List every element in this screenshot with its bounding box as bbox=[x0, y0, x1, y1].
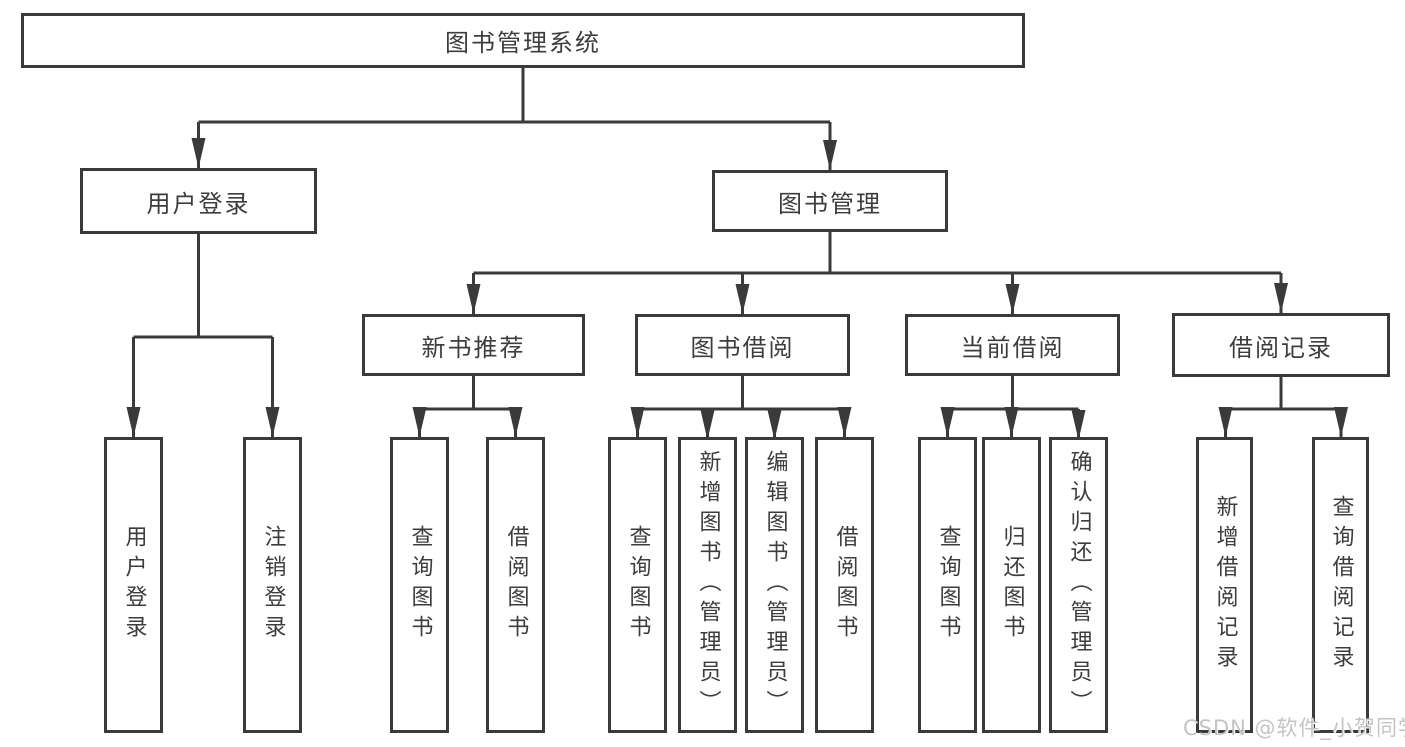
connector-root-trunk bbox=[198, 68, 830, 124]
node-current-borrowing-label: 当前借阅 bbox=[960, 333, 1065, 362]
leaf-add-books-admin-label: 新增图书（管理员） bbox=[695, 450, 721, 720]
leaf-confirm-return-admin: 确认归还（管理员） bbox=[1049, 437, 1108, 733]
connector-book-borrow-trunk bbox=[637, 376, 845, 411]
node-library-system-label: 图书管理系统 bbox=[445, 29, 601, 57]
leaf-user-login-label: 用户登录 bbox=[121, 525, 147, 645]
leaf-logout: 注销登录 bbox=[243, 437, 302, 733]
node-book-borrowing: 图书借阅 bbox=[635, 314, 850, 376]
leaf-borrow-books-recommend: 借阅图书 bbox=[486, 437, 545, 733]
leaf-user-login: 用户登录 bbox=[104, 437, 163, 733]
connector-borrow-records-trunk bbox=[1225, 377, 1341, 411]
leaf-logout-label: 注销登录 bbox=[260, 525, 286, 645]
leaf-query-books-recommend-label: 查询图书 bbox=[407, 525, 433, 645]
connector-book-mgmt-trunk bbox=[473, 232, 1281, 275]
leaf-return-books-label: 归还图书 bbox=[999, 525, 1025, 645]
node-new-book-recommendation: 新书推荐 bbox=[362, 314, 585, 376]
node-new-book-recommendation-label: 新书推荐 bbox=[421, 333, 526, 362]
node-book-borrowing-label: 图书借阅 bbox=[690, 333, 795, 362]
leaf-edit-books-admin: 编辑图书（管理员） bbox=[745, 437, 804, 733]
leaf-borrow-books: 借阅图书 bbox=[815, 437, 874, 733]
leaf-query-books-recommend: 查询图书 bbox=[390, 437, 449, 733]
leaf-borrow-books-label: 借阅图书 bbox=[832, 525, 858, 645]
connector-new-recommend-trunk bbox=[419, 376, 516, 411]
leaf-return-books: 归还图书 bbox=[982, 437, 1041, 733]
leaf-add-borrow-record: 新增借阅记录 bbox=[1196, 437, 1253, 733]
leaf-edit-books-admin-label: 编辑图书（管理员） bbox=[762, 450, 788, 720]
node-user-login: 用户登录 bbox=[80, 168, 317, 234]
node-book-management: 图书管理 bbox=[712, 170, 948, 232]
node-current-borrowing: 当前借阅 bbox=[905, 314, 1120, 376]
leaf-query-borrow-record: 查询借阅记录 bbox=[1312, 437, 1369, 733]
leaf-query-books-borrow-label: 查询图书 bbox=[625, 525, 651, 645]
leaf-query-books-current: 查询图书 bbox=[918, 437, 977, 733]
leaf-query-books-borrow: 查询图书 bbox=[608, 437, 667, 733]
leaf-query-books-current-label: 查询图书 bbox=[935, 525, 961, 645]
leaf-add-borrow-record-label: 新增借阅记录 bbox=[1212, 495, 1238, 675]
leaf-confirm-return-admin-label: 确认归还（管理员） bbox=[1066, 450, 1092, 720]
node-user-login-label: 用户登录 bbox=[146, 189, 251, 218]
node-library-system: 图书管理系统 bbox=[21, 13, 1025, 68]
csdn-watermark: CSDN @软件_小贺同学 bbox=[1183, 716, 1405, 740]
node-borrowing-records-label: 借阅记录 bbox=[1229, 333, 1333, 362]
leaf-add-books-admin: 新增图书（管理员） bbox=[678, 437, 737, 733]
leaf-query-borrow-record-label: 查询借阅记录 bbox=[1328, 495, 1354, 675]
connector-user-login-trunk bbox=[133, 234, 273, 339]
node-borrowing-records: 借阅记录 bbox=[1172, 313, 1390, 377]
node-book-management-label: 图书管理 bbox=[778, 189, 882, 218]
connector-current-borrow-trunk bbox=[947, 376, 1079, 411]
leaf-borrow-books-recommend-label: 借阅图书 bbox=[503, 525, 529, 645]
